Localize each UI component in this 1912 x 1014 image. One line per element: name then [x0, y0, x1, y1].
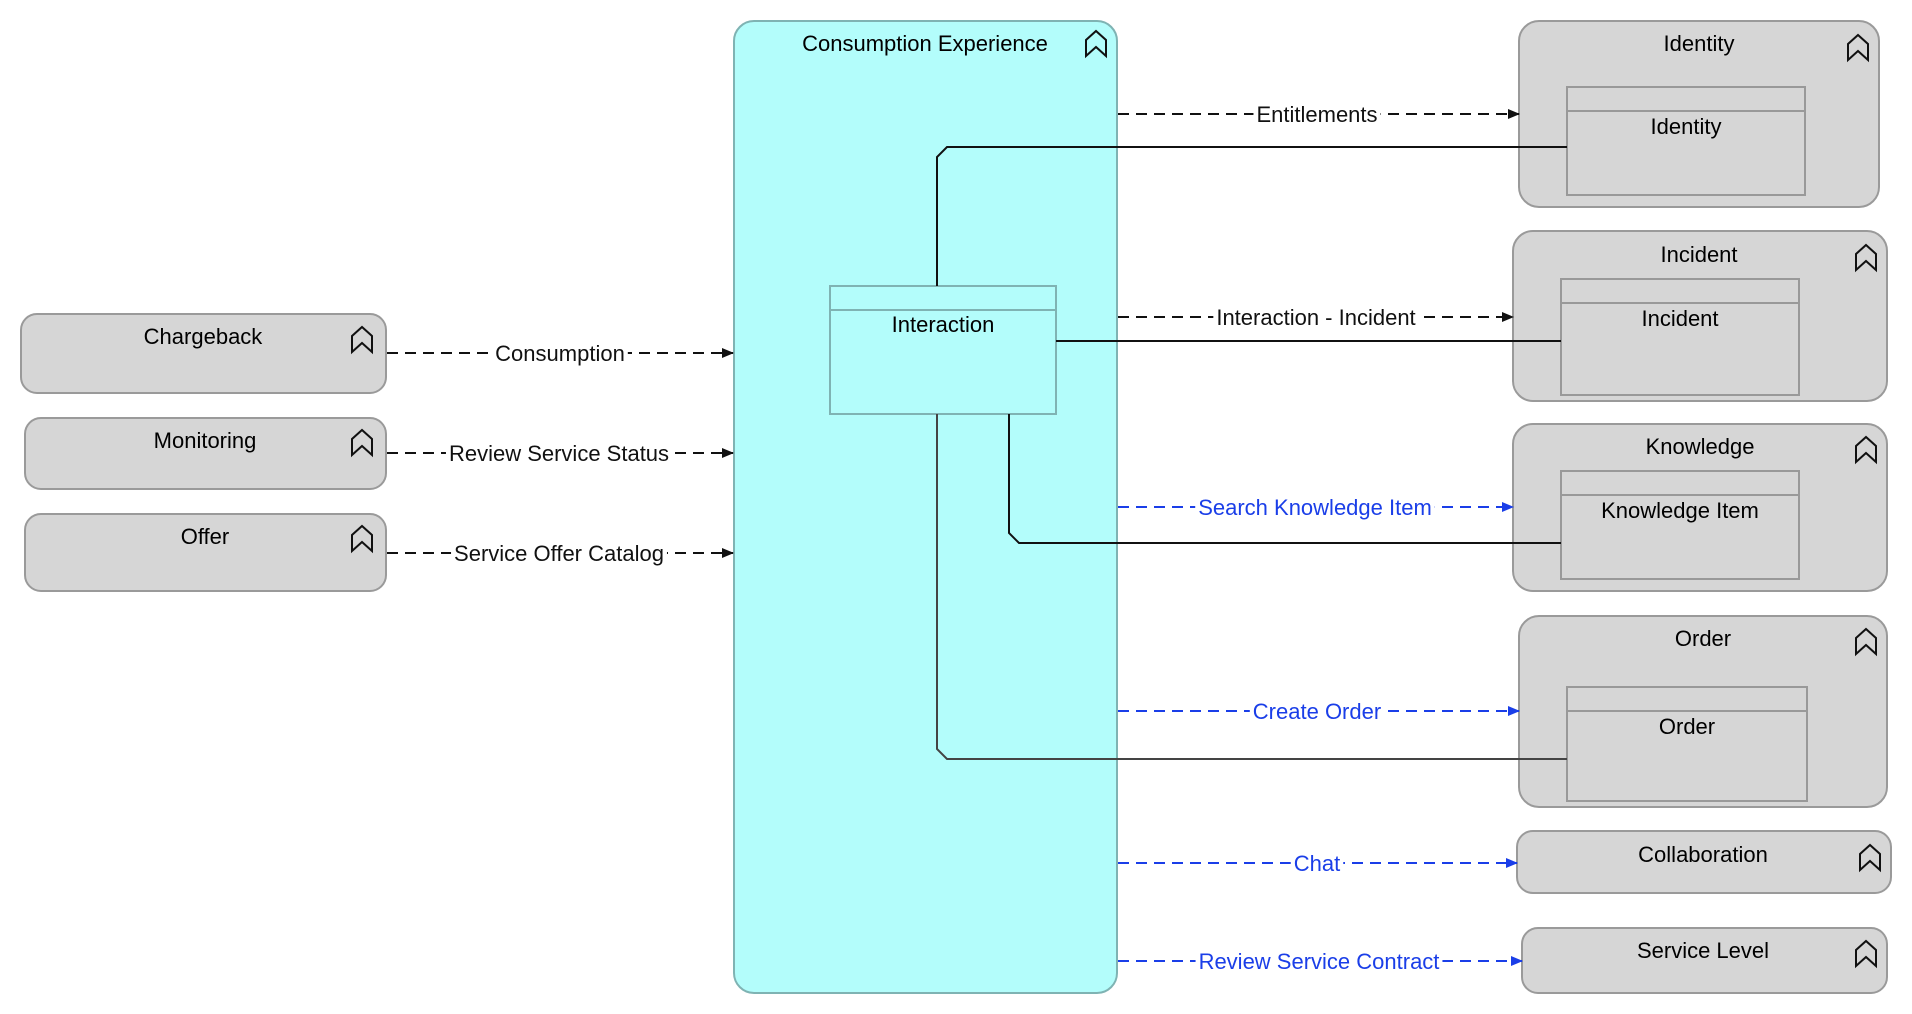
association-interaction-order[interactable] [936, 414, 1567, 760]
consumption-experience-box[interactable] [733, 20, 1118, 994]
flow-search-knowledge-item-label: Search Knowledge Item [1198, 495, 1432, 520]
monitoring-title: Monitoring [154, 428, 257, 453]
flow-search-knowledge-item[interactable]: Search Knowledge Item [1118, 493, 1514, 521]
function-service-level[interactable]: Service Level [1521, 927, 1888, 994]
consumption-experience-title: Consumption Experience [802, 31, 1048, 56]
knowledge-item-object-box[interactable] [1560, 470, 1800, 580]
business-function-icon [351, 428, 373, 458]
flow-review-service-status-label: Review Service Status [449, 441, 669, 466]
function-consumption-experience[interactable]: Consumption Experience [733, 20, 1118, 994]
flow-create-order[interactable]: Create Order [1118, 697, 1520, 725]
identity-object-box[interactable] [1566, 86, 1806, 196]
flow-label-bg [1249, 697, 1385, 725]
flow-chat[interactable]: Chat [1118, 849, 1518, 877]
flow-entitlements[interactable]: Entitlements [1118, 100, 1520, 128]
offer-box[interactable] [24, 513, 387, 592]
incident-title: Incident [1660, 242, 1737, 267]
identity-title: Identity [1664, 31, 1735, 56]
flow-label-bg [451, 539, 667, 567]
flow-entitlements-label: Entitlements [1256, 102, 1377, 127]
knowledge-item-object-title: Knowledge Item [1601, 498, 1759, 523]
flow-consumption[interactable]: Consumption [387, 339, 734, 367]
function-collaboration[interactable]: Collaboration [1516, 830, 1892, 894]
function-offer[interactable]: Offer [24, 513, 387, 592]
chargeback-box[interactable] [20, 313, 387, 394]
business-function-icon [1847, 33, 1869, 63]
collaboration-title: Collaboration [1638, 842, 1768, 867]
function-order[interactable]: Order Order [1518, 615, 1888, 808]
flow-interaction-incident[interactable]: Interaction - Incident [1118, 303, 1514, 331]
flow-review-service-contract[interactable]: Review Service Contract [1118, 947, 1523, 975]
flow-review-service-contract-label: Review Service Contract [1199, 949, 1440, 974]
function-chargeback[interactable]: Chargeback [20, 313, 387, 394]
incident-object-box[interactable] [1560, 278, 1800, 396]
business-function-icon [1855, 939, 1877, 969]
business-function-icon [351, 524, 373, 554]
offer-title: Offer [181, 524, 230, 549]
flow-label-bg [445, 439, 673, 467]
flow-service-offer-catalog-label: Service Offer Catalog [454, 541, 664, 566]
flow-label-bg [1195, 947, 1443, 975]
function-incident[interactable]: Incident Incident [1512, 230, 1888, 402]
service-level-title: Service Level [1637, 938, 1769, 963]
knowledge-title: Knowledge [1646, 434, 1755, 459]
order-object-box[interactable] [1566, 686, 1808, 802]
business-function-icon [351, 325, 373, 355]
flow-label-bg [1290, 849, 1344, 877]
flow-label-bg [1253, 100, 1381, 128]
flow-consumption-label: Consumption [495, 341, 625, 366]
flow-label-bg [1195, 493, 1435, 521]
incident-object-title: Incident [1641, 306, 1718, 331]
business-function-icon [1855, 435, 1877, 465]
business-function-icon [1085, 29, 1107, 59]
flow-review-service-status[interactable]: Review Service Status [387, 439, 734, 467]
flow-service-offer-catalog[interactable]: Service Offer Catalog [387, 539, 734, 567]
association-interaction-knowledge-item[interactable] [1008, 414, 1561, 544]
function-monitoring[interactable]: Monitoring [24, 417, 387, 490]
business-function-icon [1859, 843, 1881, 873]
order-object-title: Order [1659, 714, 1715, 739]
monitoring-box[interactable] [24, 417, 387, 490]
flow-chat-label: Chat [1294, 851, 1340, 876]
function-identity[interactable]: Identity Identity [1518, 20, 1880, 208]
interaction-title: Interaction [892, 312, 995, 337]
chargeback-title: Chargeback [144, 324, 264, 349]
order-title: Order [1675, 626, 1731, 651]
interaction-box[interactable] [829, 285, 1057, 415]
flow-label-bg [1213, 303, 1419, 331]
object-interaction[interactable]: Interaction [829, 285, 1057, 415]
association-interaction-identity[interactable] [936, 146, 1567, 286]
business-function-icon [1855, 243, 1877, 273]
business-function-icon [1855, 627, 1877, 657]
identity-object-title: Identity [1651, 114, 1722, 139]
function-knowledge[interactable]: Knowledge Knowledge Item [1512, 423, 1888, 592]
flow-interaction-incident-label: Interaction - Incident [1216, 305, 1415, 330]
flow-create-order-label: Create Order [1253, 699, 1381, 724]
flow-label-bg [492, 339, 628, 367]
